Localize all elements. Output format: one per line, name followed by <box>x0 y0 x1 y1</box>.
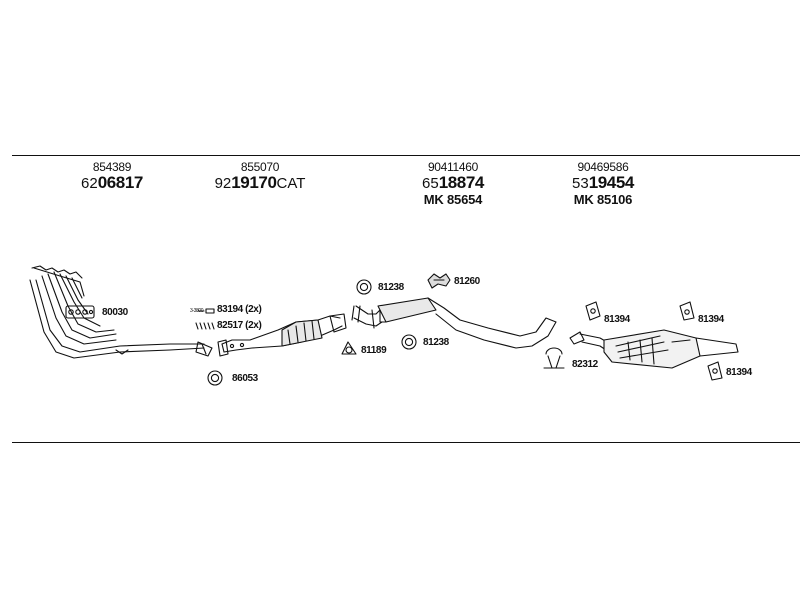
clamp-82312-drawing <box>543 347 565 369</box>
label-81394b: 81394 <box>698 314 724 325</box>
label-83194: 83194 (2x) <box>217 304 262 315</box>
header-middle-silencer: 90411460 6518874 MK 85654 <box>398 160 508 207</box>
oe-number: 855070 <box>240 160 280 174</box>
gasket-81189-drawing <box>341 341 357 355</box>
label-86053: 86053 <box>232 373 258 384</box>
rubber-81394b-drawing <box>679 301 695 321</box>
label-81394a: 81394 <box>604 314 630 325</box>
catalytic-converter-drawing <box>217 313 347 357</box>
rubber-81394a-drawing <box>585 301 601 321</box>
ring-81238b-drawing <box>401 334 417 350</box>
rubber-81394c-drawing <box>707 361 723 381</box>
header-catalytic-converter: 855070 9219170CAT <box>200 160 320 192</box>
rear-silencer-drawing <box>569 329 739 369</box>
mk-number: MK 85654 <box>423 192 483 207</box>
spring-82517-drawing <box>195 322 215 330</box>
oe-number: 90411460 <box>427 160 479 174</box>
label-tiny-code: 3-3800 <box>190 308 204 314</box>
part-number: 5319454 <box>572 173 634 192</box>
part-number: 6518874 <box>422 173 484 192</box>
front-pipe-drawing <box>29 265 213 359</box>
label-81238a: 81238 <box>378 282 404 293</box>
ring-81238a-drawing <box>356 279 372 295</box>
label-80030: 80030 <box>102 307 128 318</box>
header-rear-silencer: 90469586 5319454 MK 85106 <box>548 160 658 207</box>
label-81189: 81189 <box>361 345 387 356</box>
label-81238b: 81238 <box>423 337 449 348</box>
label-82517: 82517 (2x) <box>217 320 262 331</box>
label-81394c: 81394 <box>726 367 752 378</box>
middle-silencer-drawing <box>351 297 557 349</box>
oe-number: 90469586 <box>577 160 629 174</box>
gasket-80030-drawing <box>65 305 95 319</box>
part-number: 6206817 <box>81 173 143 192</box>
bottom-divider <box>12 442 800 443</box>
hanger-81260-drawing <box>427 273 451 289</box>
part-number: 9219170CAT <box>214 173 306 192</box>
header-front-pipe: 854389 6206817 <box>62 160 162 192</box>
bolt-83194-drawing <box>197 308 215 314</box>
label-81260: 81260 <box>454 276 480 287</box>
oe-number: 854389 <box>92 160 132 174</box>
top-divider <box>12 155 800 156</box>
label-82312: 82312 <box>572 359 598 370</box>
mk-number: MK 85106 <box>573 192 633 207</box>
ring-86053-drawing <box>207 370 223 386</box>
